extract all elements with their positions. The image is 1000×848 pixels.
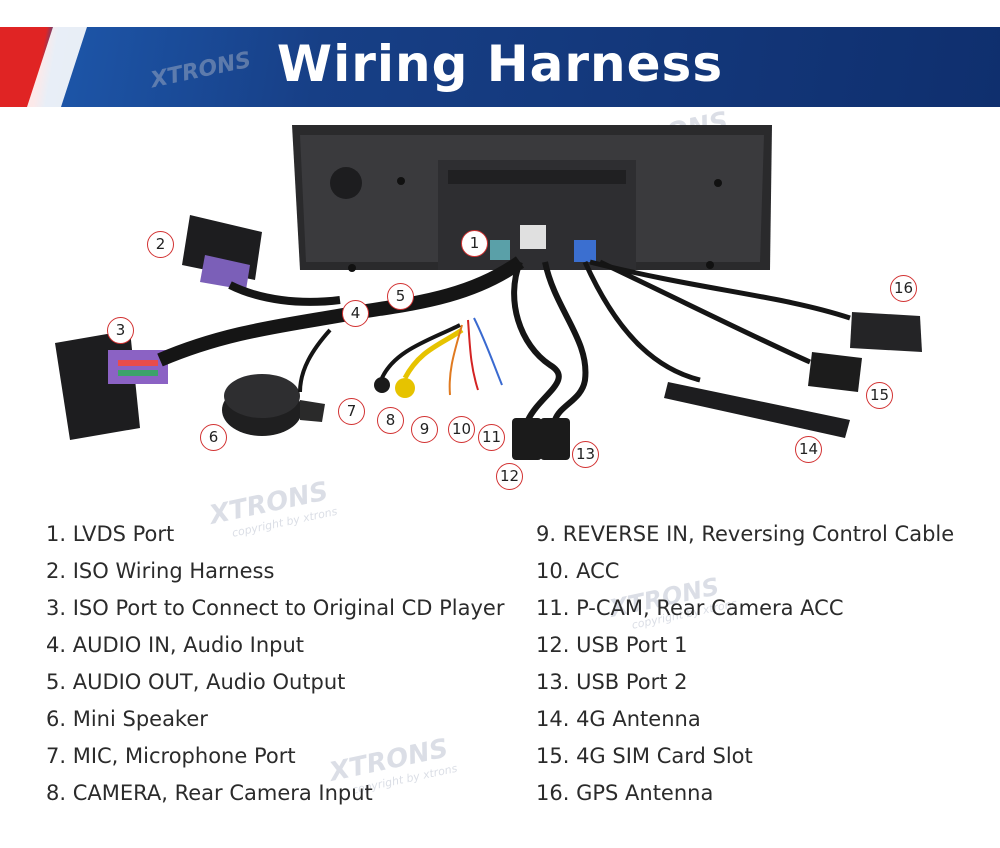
callout-14: 14 <box>795 436 822 463</box>
legend-item: 10. ACC <box>536 559 620 583</box>
legend-item: 6. Mini Speaker <box>46 707 208 731</box>
callout-11: 11 <box>478 424 505 451</box>
4g-antenna-cable <box>582 260 701 383</box>
legend-item: 1. LVDS Port <box>46 522 175 546</box>
legend-item: 9. REVERSE IN, Reversing Control Cable <box>536 522 955 546</box>
legend-item: 8. CAMERA, Rear Camera Input <box>46 781 373 805</box>
callout-16: 16 <box>890 275 917 302</box>
main-harness-connector <box>520 225 546 249</box>
iso-wiring-harness <box>182 215 262 290</box>
parts-legend: 1. LVDS Port 2. ISO Wiring Harness 3. IS… <box>0 522 1000 822</box>
gps-port <box>574 240 596 262</box>
legend-item: 13. USB Port 2 <box>536 670 688 694</box>
iso-port-connector <box>55 330 168 440</box>
callout-3: 3 <box>107 317 134 344</box>
callout-9: 9 <box>411 416 438 443</box>
callout-6: 6 <box>200 424 227 451</box>
usb-cable-1 <box>511 260 562 422</box>
legend-item: 14. 4G Antenna <box>536 707 701 731</box>
usb-port-1 <box>512 418 542 460</box>
rca-cable <box>380 323 461 379</box>
reverse-wire <box>448 324 463 396</box>
gps-antenna-cable <box>589 259 851 321</box>
sim-slot-cable <box>598 259 812 365</box>
legend-item: 5. AUDIO OUT, Audio Output <box>46 670 346 694</box>
legend-item: 11. P-CAM, Rear Camera ACC <box>536 596 844 620</box>
legend-item: 16. GPS Antenna <box>536 781 714 805</box>
legend-item: 7. MIC, Microphone Port <box>46 744 296 768</box>
usb-port-2 <box>540 418 570 460</box>
4g-sim-card-slot <box>808 352 862 392</box>
callout-4: 4 <box>342 300 369 327</box>
legend-item: 12. USB Port 1 <box>536 633 688 657</box>
page-title: Wiring Harness <box>276 35 724 93</box>
mini-speaker <box>222 374 325 436</box>
legend-item: 15. 4G SIM Card Slot <box>536 744 753 768</box>
callout-12: 12 <box>496 463 523 490</box>
title-banner: Wiring Harness <box>0 27 1000 107</box>
callout-15: 15 <box>866 382 893 409</box>
callout-1: 1 <box>461 230 488 257</box>
legend-column-left: 1. LVDS Port 2. ISO Wiring Harness 3. IS… <box>46 522 504 818</box>
head-unit-back-panel <box>292 125 772 272</box>
camera-rca-connector <box>395 378 415 398</box>
callout-13: 13 <box>572 441 599 468</box>
camera-cable <box>402 327 464 380</box>
head-unit-wiring-illustration <box>55 125 922 460</box>
pcam-wire <box>473 317 503 386</box>
callout-5: 5 <box>387 283 414 310</box>
legend-item: 2. ISO Wiring Harness <box>46 559 275 583</box>
callout-2: 2 <box>147 231 174 258</box>
usb-cable-2 <box>542 261 589 422</box>
mic-port-connector <box>374 377 390 393</box>
callout-7: 7 <box>338 398 365 425</box>
gps-antenna <box>850 312 922 352</box>
speaker-cable <box>298 328 332 393</box>
callout-10: 10 <box>448 416 475 443</box>
lvds-port <box>490 240 510 260</box>
legend-column-right: 9. REVERSE IN, Reversing Control Cable 1… <box>536 522 954 818</box>
harness-cable <box>228 281 341 306</box>
4g-antenna <box>664 382 850 438</box>
legend-item: 3. ISO Port to Connect to Original CD Pl… <box>46 596 505 620</box>
callout-8: 8 <box>377 407 404 434</box>
legend-item: 4. AUDIO IN, Audio Input <box>46 633 305 657</box>
acc-wire <box>467 319 479 391</box>
